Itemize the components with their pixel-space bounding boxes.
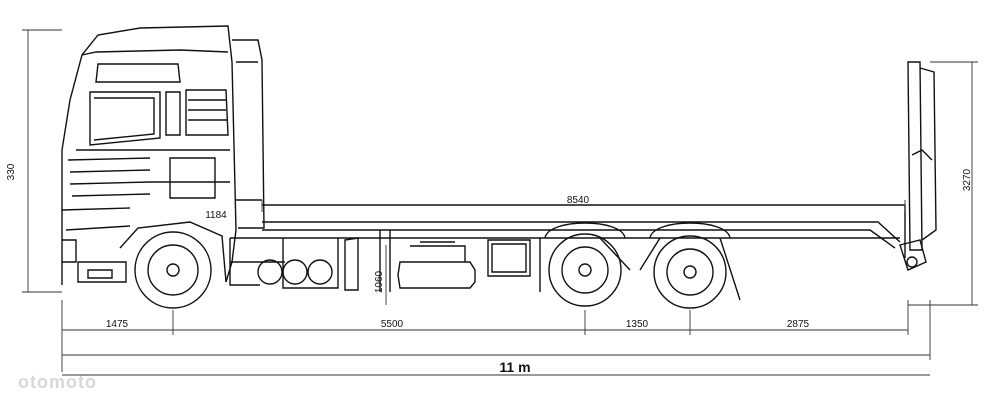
watermark: otomoto <box>18 372 97 392</box>
rear-ramp <box>899 61 937 271</box>
truck-cab <box>61 25 265 285</box>
dim-deck-length: 8540 <box>567 195 590 206</box>
dim-total-height: 3270 <box>962 168 973 191</box>
dim-front-overhang: 1475 <box>106 319 129 330</box>
dim-axle-spacing: 1350 <box>626 319 649 330</box>
dim-deck-height: 1060 <box>374 270 385 293</box>
dim-cab-height: 330 <box>6 163 17 180</box>
dim-rear-overhang: 2875 <box>787 319 810 330</box>
dim-wheelbase: 5500 <box>381 319 404 330</box>
dim-cab-to-deck: 1184 <box>205 210 227 221</box>
rear-wheel-1 <box>548 233 622 307</box>
truck-deck <box>229 204 906 301</box>
dim-total-length: 11 m <box>499 359 530 375</box>
front-wheel <box>134 231 212 309</box>
chassis-equipment <box>257 237 531 291</box>
rear-wheel-2 <box>653 235 727 309</box>
